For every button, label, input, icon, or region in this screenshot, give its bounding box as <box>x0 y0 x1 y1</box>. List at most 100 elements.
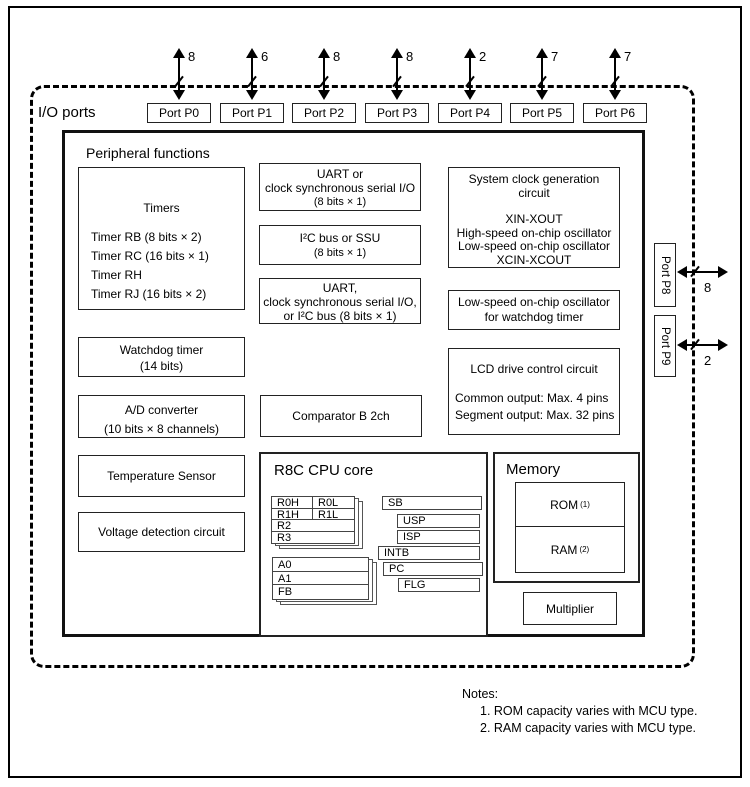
notes: Notes: 1. ROM capacity varies with MCU t… <box>462 686 697 737</box>
sysclock-ls-osc: Low-speed on-chip oscillator <box>457 239 611 253</box>
bus-width-count: 7 <box>624 49 632 64</box>
register-sb: SB <box>382 496 482 510</box>
comparator-box: Comparator B 2ch <box>260 395 422 437</box>
register-intb: INTB <box>378 546 480 560</box>
bus-arrow-port-p9: 2 <box>677 338 728 368</box>
adc-line1: A/D converter <box>124 403 199 417</box>
register-r1l: R1L <box>318 508 339 521</box>
uart-serial-i2c-box: UART, clock synchronous serial I/O, or I… <box>259 278 421 324</box>
arrow-shaft <box>251 56 253 92</box>
arrow-left-icon <box>677 339 687 351</box>
arrow-up-icon <box>391 48 403 58</box>
arrow-down-icon <box>246 90 258 100</box>
port-p4: Port P4 <box>438 103 502 123</box>
system-clock-box: System clock generation circuit XIN-XOUT… <box>448 167 620 268</box>
arrow-up-icon <box>318 48 330 58</box>
lcd-common-output: Common output: Max. 4 pins <box>455 391 609 405</box>
arrow-shaft <box>685 344 720 346</box>
register-a1: A1 <box>278 572 292 585</box>
port-p5: Port P5 <box>510 103 574 123</box>
lcd-title: LCD drive control circuit <box>470 362 598 376</box>
multiplier-box: Multiplier <box>523 592 617 625</box>
register-r2: R2 <box>277 520 292 532</box>
register-pc: PC <box>383 562 483 576</box>
port-p2: Port P2 <box>292 103 356 123</box>
io-ports-label: I/O ports <box>38 104 96 121</box>
ram-label: RAM <box>550 542 578 557</box>
ad-converter-box: A/D converter (10 bits × 8 channels) <box>78 395 245 438</box>
arrow-up-icon <box>464 48 476 58</box>
bus-arrow-port-p6: 7 <box>609 48 631 100</box>
register-r1h: R1H <box>272 508 313 520</box>
arrow-right-icon <box>718 339 728 351</box>
sysclock-title2: circuit <box>518 185 550 200</box>
arrow-shaft <box>469 56 471 92</box>
arrow-down-icon <box>536 90 548 100</box>
port-p8: Port P8 <box>654 243 676 307</box>
peripheral-functions-title: Peripheral functions <box>86 145 210 161</box>
notes-title: Notes: <box>462 687 499 701</box>
register-a0: A0 <box>278 559 292 571</box>
timers-box: Timers Timer RB (8 bits × 2) Timer RC (1… <box>78 167 245 310</box>
lcd-segment-output: Segment output: Max. 32 pins <box>455 408 615 422</box>
register-isp: ISP <box>397 530 480 544</box>
timer-item: Timer RC (16 bits × 1) <box>91 249 209 263</box>
data-register-stack: R0H R0L R1H R1L R2 R3 <box>271 496 363 549</box>
bus-arrow-port-p5: 7 <box>536 48 558 100</box>
i2c-line2: (8 bits × 1) <box>313 247 367 259</box>
arrow-down-icon <box>173 90 185 100</box>
cpu-core-title: R8C CPU core <box>274 462 374 479</box>
arrow-up-icon <box>173 48 185 58</box>
bus-arrow-port-p0: 8 <box>173 48 195 100</box>
port-p6: Port P6 <box>583 103 647 123</box>
sysclock-title1: System clock generation <box>468 172 600 186</box>
uart1-line2: clock synchronous serial I/O <box>264 181 416 195</box>
losc-line1: Low-speed on-chip oscillator <box>457 295 611 309</box>
uart2-line1: UART, <box>322 281 358 295</box>
uart2-line3: or I²C bus (8 bits × 1) <box>283 309 397 323</box>
arrow-shaft <box>178 56 180 92</box>
arrow-up-icon <box>609 48 621 58</box>
bus-width-count: 7 <box>551 49 559 64</box>
sysclock-xcin-xcout: XCIN-XCOUT <box>496 252 572 267</box>
uart1-line1: UART or <box>316 167 364 181</box>
watchdog-line2: (14 bits) <box>139 359 184 373</box>
i2c-line1: I²C bus or SSU <box>299 231 381 245</box>
bus-width-count: 8 <box>704 280 712 295</box>
rom-label: ROM <box>550 497 579 512</box>
register-fb: FB <box>278 586 293 599</box>
sysclock-xin-xout: XIN-XOUT <box>505 212 563 226</box>
register-r0h: R0H <box>272 497 313 508</box>
bus-arrow-port-p1: 6 <box>246 48 268 100</box>
note-item: 1. ROM capacity varies with MCU type. <box>480 704 698 718</box>
uart2-line2: clock synchronous serial I/O, <box>263 295 417 309</box>
uart1-line3: (8 bits × 1) <box>313 196 367 208</box>
arrow-down-icon <box>609 90 621 100</box>
register-r0l: R0L <box>318 497 339 509</box>
memory-title: Memory <box>506 461 561 478</box>
watchdog-timer-box: Watchdog timer (14 bits) <box>78 337 245 377</box>
sysclock-hs-osc: High-speed on-chip oscillator <box>456 225 612 240</box>
note-item: 2. RAM capacity varies with MCU type. <box>480 721 697 735</box>
port-p1: Port P1 <box>220 103 284 123</box>
rom-note-ref: (1) <box>580 500 590 509</box>
register-flg: FLG <box>398 578 480 592</box>
watchdog-line1: Watchdog timer <box>119 343 204 357</box>
arrow-down-icon <box>318 90 330 100</box>
arrow-left-icon <box>677 266 687 278</box>
timers-title: Timers <box>143 201 180 215</box>
figure-frame <box>8 6 742 778</box>
bus-width-count: 8 <box>333 49 341 64</box>
port-p3: Port P3 <box>365 103 429 123</box>
address-register-stack: A0 A1 FB <box>272 557 377 605</box>
bus-width-count: 8 <box>188 49 196 64</box>
bus-arrow-port-p8: 8 <box>677 265 728 295</box>
voltage-detection-box: Voltage detection circuit <box>78 512 245 552</box>
arrow-right-icon <box>718 266 728 278</box>
ram-note-ref: (2) <box>579 545 590 554</box>
temperature-sensor-box: Temperature Sensor <box>78 455 245 497</box>
bus-width-count: 8 <box>406 49 414 64</box>
timer-item: Timer RH <box>91 268 142 282</box>
arrow-shaft <box>614 56 616 92</box>
arrow-down-icon <box>391 90 403 100</box>
